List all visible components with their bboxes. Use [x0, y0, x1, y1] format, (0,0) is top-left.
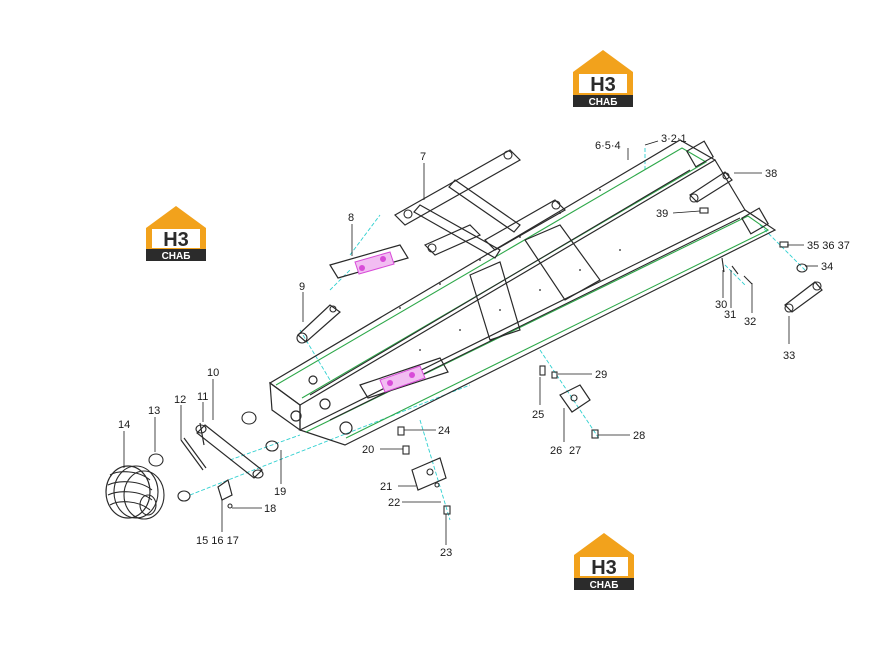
- part-21-bracket: [411, 457, 447, 491]
- label-31: 31: [724, 309, 736, 321]
- label-39: 39: [656, 208, 668, 220]
- label-33: 33: [783, 350, 795, 362]
- parts-30-32-small: [721, 257, 753, 285]
- label-29: 29: [595, 369, 607, 381]
- label-19: 19: [274, 486, 286, 498]
- logo-top: Н3 СНАБ: [573, 50, 633, 108]
- boom-frame: [268, 139, 777, 446]
- label-9: 9: [299, 281, 305, 293]
- label-18: 18: [264, 503, 276, 515]
- label-14: 14: [118, 419, 130, 431]
- label-12: 12: [174, 394, 186, 406]
- label-15-16-17: 15 16 17: [196, 535, 239, 547]
- part-11-pin: [199, 422, 205, 446]
- part-labels: 3·2·1 6·5·4 7 38 39 8 35 36 37 34 9 30 3…: [118, 133, 850, 559]
- part-38-arm: [689, 171, 733, 203]
- label-38: 38: [765, 168, 777, 180]
- part-18-bracket: [217, 479, 233, 509]
- label-24: 24: [438, 425, 450, 437]
- logo-bottom-mark: Н3: [591, 557, 617, 579]
- label-8: 8: [348, 212, 354, 224]
- part-13-ring: [148, 453, 164, 467]
- label-27: 27: [569, 445, 581, 457]
- part-19-bushings: [177, 411, 279, 502]
- label-7: 7: [420, 151, 426, 163]
- logo-bottom: Н3 СНАБ: [574, 533, 634, 591]
- label-13: 13: [148, 405, 160, 417]
- label-32: 32: [744, 316, 756, 328]
- label-6-5-4: 6·5·4: [595, 140, 621, 152]
- part-20-24-pins: [397, 426, 410, 455]
- part-25-29-parts: [539, 365, 599, 439]
- part-23-bolt: [443, 505, 451, 515]
- part-10-shaft: [195, 424, 264, 479]
- part-33-arm: [784, 281, 823, 313]
- label-26: 26: [550, 445, 562, 457]
- part-7-linkage: [394, 149, 566, 259]
- part-8-plate: [329, 244, 409, 279]
- label-23: 23: [440, 547, 452, 559]
- part-34-bushing: [796, 263, 808, 273]
- part-14-drum: [105, 465, 165, 520]
- label-22: 22: [388, 497, 400, 509]
- logo-top-word: СНАБ: [589, 97, 618, 108]
- label-25: 25: [532, 409, 544, 421]
- label-28: 28: [633, 430, 645, 442]
- assembly-axes: [189, 148, 806, 521]
- logo-left-word: СНАБ: [162, 251, 191, 262]
- logo-bottom-word: СНАБ: [590, 580, 619, 591]
- label-20: 20: [362, 444, 374, 456]
- part-35-37-pin: [779, 241, 789, 248]
- label-30: 30: [715, 299, 727, 311]
- label-21: 21: [380, 481, 392, 493]
- part-9-link: [296, 304, 341, 344]
- logo-left-mark: Н3: [163, 229, 189, 251]
- logo-left: Н3 СНАБ: [146, 206, 206, 262]
- label-35-36-37: 35 36 37: [807, 240, 850, 252]
- leader-lines: [123, 140, 818, 545]
- label-34: 34: [821, 261, 833, 273]
- part-12-rod: [180, 437, 207, 471]
- label-3-2-1: 3·2·1: [661, 133, 687, 145]
- part-39-pin: [699, 207, 709, 214]
- label-10: 10: [207, 367, 219, 379]
- label-11: 11: [197, 391, 208, 403]
- frame-plate: [359, 357, 449, 399]
- logo-top-mark: Н3: [590, 74, 616, 96]
